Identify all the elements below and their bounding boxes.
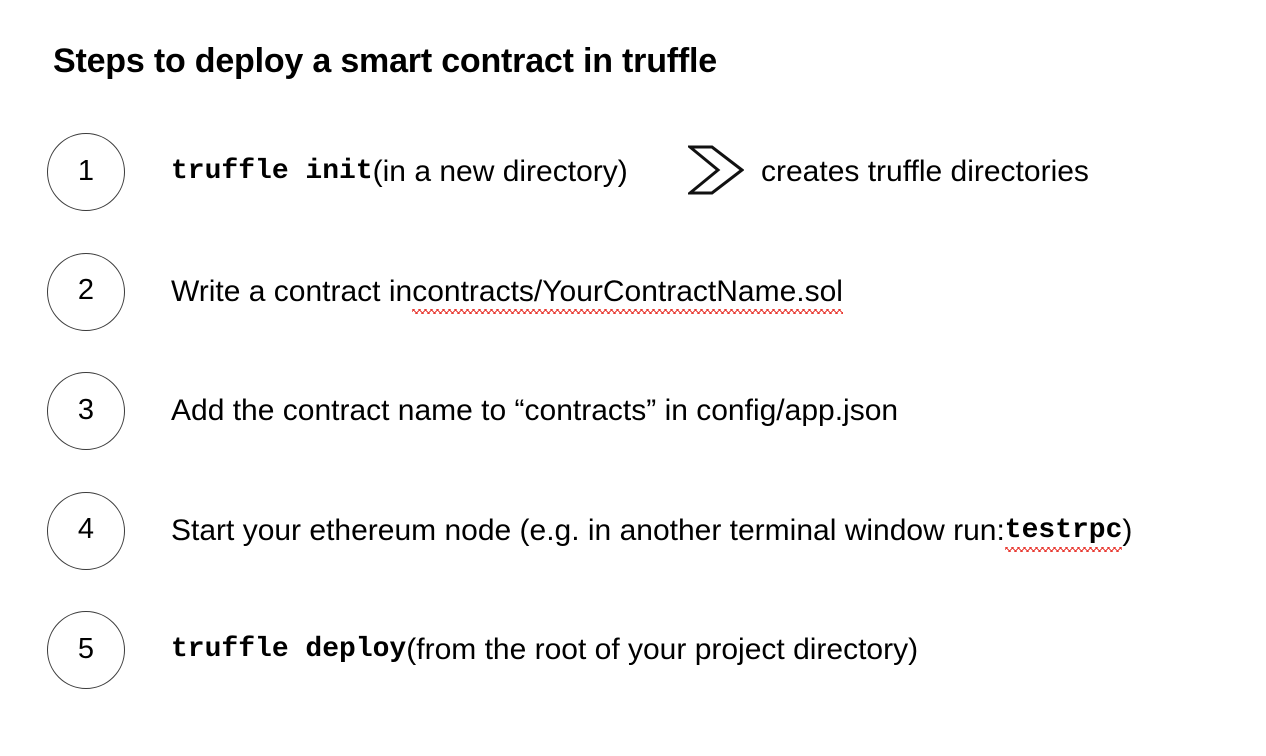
step-text-segment: (from the root of your project directory… [406, 633, 919, 666]
step-number-badge: 3 [47, 372, 125, 450]
step-text: Add the contract name to “contracts” in … [171, 372, 898, 450]
command-text: truffle deploy [171, 634, 407, 665]
step-text: Write a contract in contracts/YourContra… [171, 253, 843, 331]
step-text-segment: ) [1122, 513, 1133, 547]
step-number-label: 5 [77, 632, 95, 665]
step-text: Start your ethereum node (e.g. in anothe… [171, 492, 1132, 570]
step-text-segment: Add the contract name to “contracts” in … [171, 394, 899, 427]
misspelled-text: testrpc [1004, 514, 1123, 552]
step-text-segment: Write a contract in [171, 274, 413, 308]
step-number-label: 4 [77, 513, 95, 545]
step-row: 2 Write a contract in contracts/YourContr… [0, 252, 1266, 337]
step-row: 5 truffle deploy (from the root of your p… [0, 611, 1266, 695]
step-number-badge: 1 [47, 133, 125, 211]
page-title: Steps to deploy a smart contract in truf… [53, 42, 717, 80]
step-text-segment: Start your ethereum node (e.g. in anothe… [171, 513, 1005, 547]
step-number-label: 1 [77, 154, 95, 187]
arrow-result-text: creates truffle directories [761, 155, 1089, 188]
double-chevron-right-icon [688, 144, 744, 196]
command-text: truffle init [171, 156, 373, 187]
step-row: 3 Add the contract name to “contracts” in… [0, 372, 1266, 456]
step-number-badge: 5 [47, 611, 125, 689]
step-text: truffle deploy (from the root of your pr… [171, 611, 918, 689]
misspelled-text: contracts/YourContractName.sol [412, 274, 843, 314]
step-number-badge: 4 [47, 491, 125, 570]
step-number-label: 2 [77, 274, 95, 306]
step-text: truffle init (in a new directory) [171, 133, 628, 211]
step-row: 4 Start your ethereum node (e.g. in anoth… [0, 491, 1266, 576]
step-number-badge: 2 [47, 252, 125, 331]
step-text-segment: (in a new directory) [372, 155, 628, 188]
step-number-label: 3 [77, 393, 95, 426]
step-row: 1 truffle init (in a new directory) [0, 133, 1266, 217]
